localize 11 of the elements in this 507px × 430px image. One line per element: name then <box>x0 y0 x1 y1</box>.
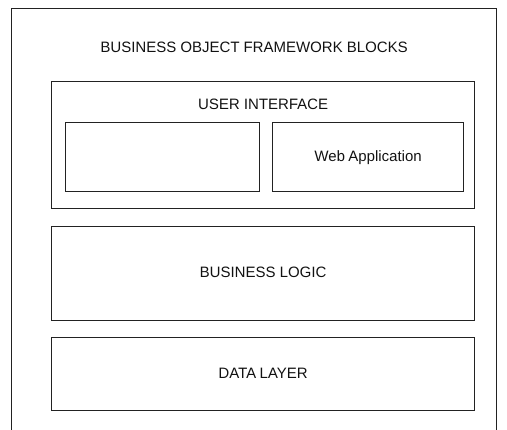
component-box <box>65 122 260 192</box>
layer-box <box>51 226 475 321</box>
block-heading: BUSINESS OBJECT FRAMEWORK BLOCKS <box>100 39 408 57</box>
block-label: BUSINESS LOGIC <box>200 264 326 282</box>
framework-panel <box>11 8 497 430</box>
component-box <box>272 122 464 192</box>
block-label: DATA LAYER <box>218 364 308 382</box>
block-label: Web Application <box>314 148 422 166</box>
block-heading: USER INTERFACE <box>198 96 328 114</box>
layer-box <box>51 337 475 411</box>
interface-panel <box>51 81 475 209</box>
